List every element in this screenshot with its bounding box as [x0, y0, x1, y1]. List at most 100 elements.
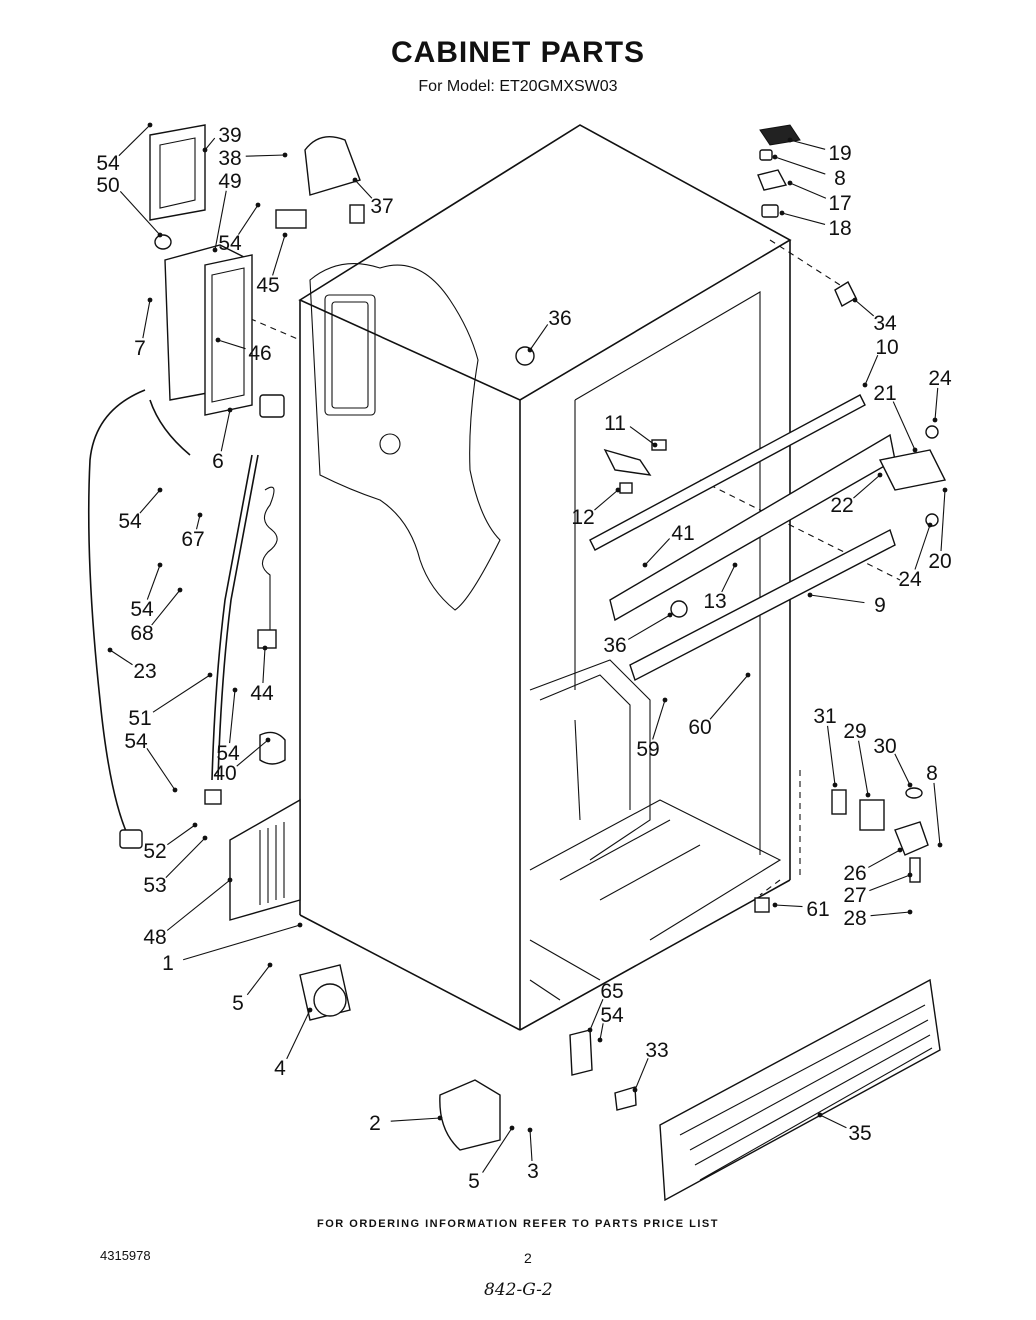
callout-leader-36 [529, 324, 549, 351]
callout-arrowhead-10 [862, 382, 868, 388]
callout-label-8: 8 [834, 167, 846, 190]
callout-label-20: 20 [928, 550, 951, 573]
callout-leader-54 [599, 1023, 604, 1041]
callout-leader-28 [870, 911, 911, 917]
wiring-and-tubing [87, 389, 286, 849]
callout-arrowhead-17 [787, 180, 793, 186]
callout-leader-37 [354, 179, 373, 199]
callout-arrowhead-49 [212, 247, 218, 253]
callout-leader-53 [165, 837, 206, 879]
callout-arrowhead-21 [912, 447, 918, 453]
callout-arrowhead-36 [527, 347, 533, 353]
callout-leader-26 [868, 849, 901, 868]
callout-leader-41 [644, 538, 671, 566]
page-title: CABINET PARTS [390, 36, 646, 69]
callout-label-31: 31 [813, 705, 836, 728]
callout-arrowhead-68 [177, 587, 183, 593]
callout-label-28: 28 [843, 907, 866, 930]
callout-label-34: 34 [873, 312, 897, 335]
callout-leader-61 [774, 904, 803, 908]
callout-label-51: 51 [128, 707, 151, 730]
callout-leader-23 [109, 649, 133, 666]
callout-arrowhead-52 [192, 822, 198, 828]
callout-leader-49 [214, 190, 227, 251]
callout-label-11: 11 [604, 412, 626, 435]
callout-label-21: 21 [873, 382, 896, 405]
callout-arrowhead-1 [297, 922, 303, 928]
callout-arrowhead-5 [509, 1125, 515, 1131]
callout-label-12: 12 [571, 506, 594, 529]
callout-label-37: 37 [370, 195, 393, 218]
callout-label-7: 7 [134, 337, 146, 360]
callout-label-19: 19 [828, 142, 851, 165]
callout-leader-8 [933, 782, 941, 846]
callout-arrowhead-11 [652, 442, 658, 448]
callout-arrowhead-37 [352, 177, 358, 183]
callout-leader-5 [246, 964, 271, 996]
callout-label-53: 53 [143, 874, 166, 897]
callout-leader-17 [789, 182, 827, 199]
callout-arrowhead-54 [147, 122, 153, 128]
callout-arrowhead-59 [662, 697, 668, 703]
callout-arrowhead-54 [597, 1037, 603, 1043]
callout-arrowhead-38 [282, 152, 288, 158]
callout-leader-59 [652, 699, 666, 740]
callout-arrowhead-12 [615, 487, 621, 493]
callout-label-36: 36 [548, 307, 571, 330]
callout-label-24: 24 [898, 568, 922, 591]
callout-label-6: 6 [212, 450, 224, 473]
toe-grille-35 [659, 978, 941, 1202]
callout-arrowhead-8 [772, 154, 778, 160]
callout-leader-50 [119, 191, 161, 236]
callout-label-35: 35 [848, 1122, 871, 1145]
page-number: 2 [524, 1250, 532, 1266]
callout-label-54: 54 [130, 598, 154, 621]
callout-arrowhead-13 [732, 562, 738, 568]
callout-leader-1 [182, 924, 301, 961]
callout-label-2: 2 [369, 1112, 381, 1135]
callout-arrowhead-33 [632, 1087, 638, 1093]
callout-label-39: 39 [218, 124, 241, 147]
callout-leader-60 [709, 674, 749, 720]
callout-arrowhead-26 [897, 847, 903, 853]
callout-label-4: 4 [274, 1057, 286, 1080]
callout-label-54: 54 [124, 730, 148, 753]
callout-label-5: 5 [232, 992, 244, 1015]
rear-panel-48 [229, 798, 301, 921]
callout-arrowhead-7 [147, 297, 153, 303]
callout-leader-8 [774, 156, 826, 175]
callout-leader-67 [195, 514, 201, 530]
callout-leader-54 [146, 748, 176, 791]
callout-leader-34 [854, 299, 875, 317]
callout-label-48: 48 [143, 926, 166, 949]
callout-arrowhead-36 [667, 612, 673, 618]
callout-arrowhead-8 [937, 842, 943, 848]
callout-leader-54 [146, 564, 161, 600]
callout-arrowhead-3 [527, 1127, 533, 1133]
callout-arrowhead-35 [817, 1112, 823, 1118]
callout-arrowhead-20 [942, 487, 948, 493]
callout-arrowhead-41 [642, 562, 648, 568]
callout-arrowhead-61 [772, 902, 778, 908]
callout-leader-40 [236, 739, 269, 767]
callout-arrowhead-54 [157, 562, 163, 568]
callout-label-45: 45 [256, 274, 279, 297]
callout-label-54: 54 [218, 232, 242, 255]
callout-arrowhead-6 [227, 407, 233, 413]
callout-label-54: 54 [118, 510, 142, 533]
callout-leader-10 [864, 354, 879, 386]
callout-leader-65 [589, 999, 604, 1031]
callout-leader-33 [634, 1058, 649, 1091]
callout-leader-24 [934, 387, 939, 421]
callout-leader-45 [272, 234, 286, 276]
callout-leader-21 [892, 401, 916, 451]
callout-leader-4 [286, 1009, 311, 1060]
callout-arrowhead-65 [587, 1027, 593, 1033]
callout-label-23: 23 [133, 660, 156, 683]
callout-label-17: 17 [828, 192, 851, 215]
callout-label-60: 60 [688, 716, 711, 739]
bottom-hinge-group [754, 787, 929, 913]
callout-arrowhead-23 [107, 647, 113, 653]
